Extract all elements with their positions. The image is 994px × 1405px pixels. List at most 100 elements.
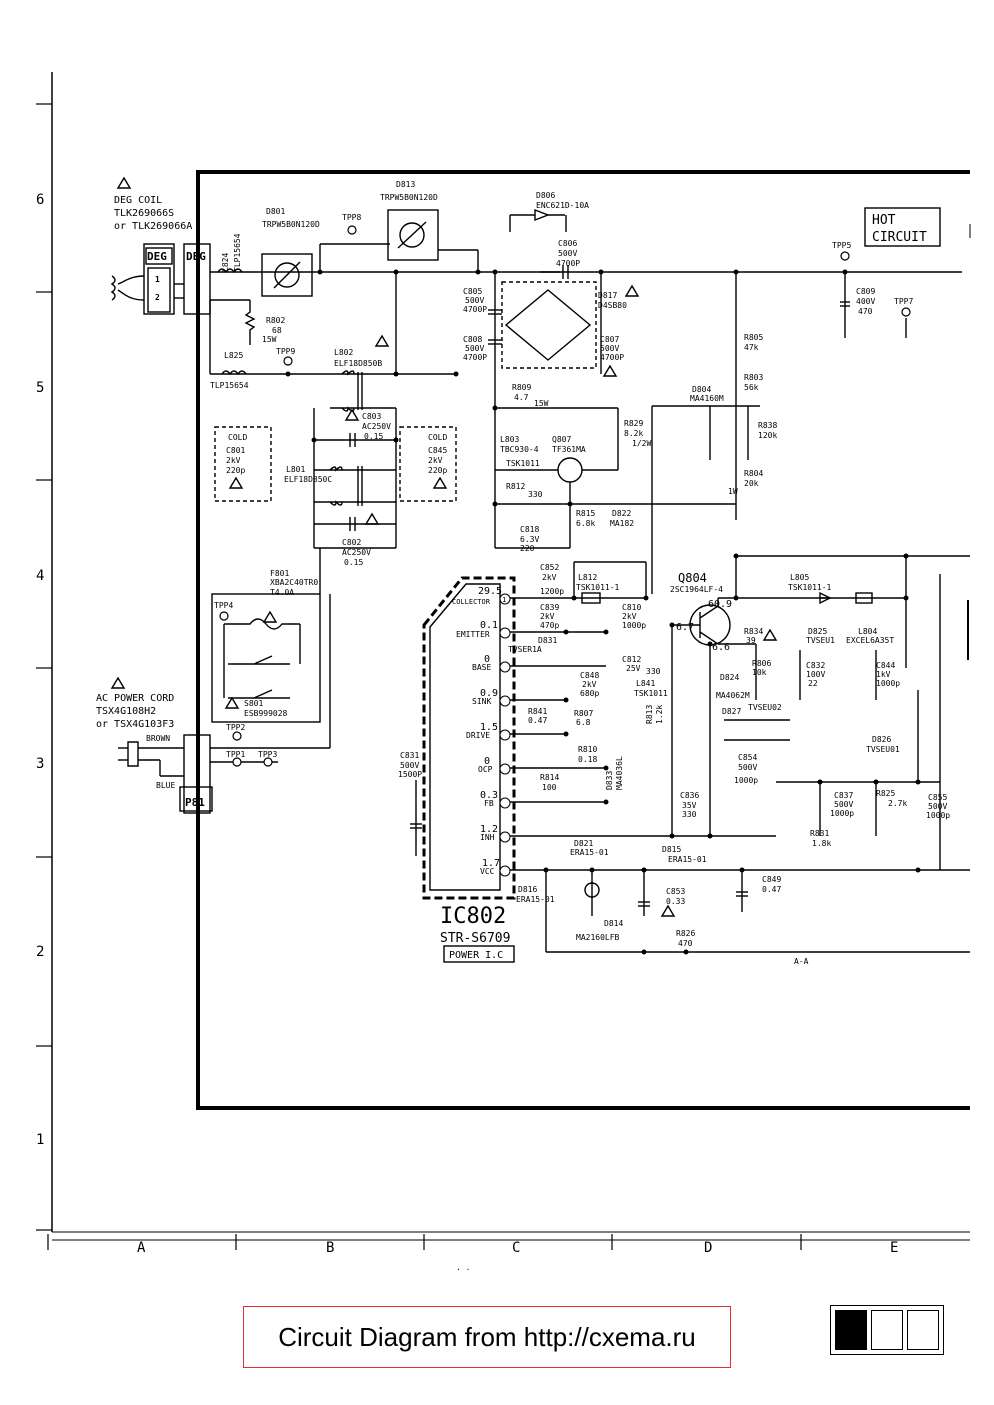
pin9-voltage: 1.7 xyxy=(482,858,500,869)
pin6-name: OCP xyxy=(478,765,493,774)
d822-ref: D822 xyxy=(612,509,631,518)
d806-ref: D806 xyxy=(536,191,555,200)
f801-ref: F801 xyxy=(270,569,289,578)
d813-ref: D813 xyxy=(396,180,415,189)
c852-value: 1200p xyxy=(540,587,564,596)
hot-circuit-label-1: HOT xyxy=(872,213,896,228)
ic802-function: POWER I.C xyxy=(449,950,503,961)
deg-coil-title: DEG COIL xyxy=(114,195,162,206)
deg-coil-part-1: TLK269066S xyxy=(114,208,174,219)
deg-pin-1: 1 xyxy=(155,275,160,284)
r841-value: 0.47 xyxy=(528,716,547,725)
c812-value: 330 xyxy=(646,667,661,676)
r806-value: 10k xyxy=(752,668,767,677)
r825-value: 2.7k xyxy=(888,799,907,808)
p81-connector-label: P81 xyxy=(185,796,205,809)
q804-voltage-base: 6.7 xyxy=(676,622,694,633)
swatch-white-1 xyxy=(871,1310,903,1350)
deg-connector-label-1: DEG xyxy=(147,250,167,263)
brown-wire-label: BROWN xyxy=(146,734,170,743)
pin7-name: FB xyxy=(484,799,494,808)
c837-voltage: 500V xyxy=(834,800,853,809)
c844-voltage: 1kV xyxy=(876,670,891,679)
c831-ref: C831 xyxy=(400,751,419,760)
r815-value: 6.8k xyxy=(576,519,595,528)
r809-value: 4.7 xyxy=(514,393,529,402)
c852-ref: C852 xyxy=(540,563,559,572)
c818-voltage: 6.3V xyxy=(520,535,539,544)
c853-ref: C853 xyxy=(666,887,685,896)
r838-value: 120k xyxy=(758,431,777,440)
c837-value: 1000p xyxy=(830,809,854,818)
tpp4-label: TPP4 xyxy=(214,601,233,610)
l841-ref: L841 xyxy=(636,679,655,688)
row-number-3: 3 xyxy=(36,756,44,772)
c844-ref: C844 xyxy=(876,661,895,670)
c808-ref: C808 xyxy=(463,335,482,344)
d833-part: MA4036L xyxy=(615,756,624,790)
pin8-voltage: 1.2 xyxy=(480,824,498,835)
l802-ref: L802 xyxy=(334,348,353,357)
c807-ref: C807 xyxy=(600,335,619,344)
c802-value: 0.15 xyxy=(344,558,363,567)
r834-ref: R834 xyxy=(744,627,763,636)
c818-value: 220 xyxy=(520,544,535,553)
c848-value: 680p xyxy=(580,689,599,698)
l801-ref: L801 xyxy=(286,465,305,474)
l825-part: TLP15654 xyxy=(210,381,249,390)
ic802-part: STR-S6709 xyxy=(440,931,510,946)
c845-ref: C845 xyxy=(428,446,447,455)
c809-voltage: 400V xyxy=(856,297,875,306)
col-letter-c: C xyxy=(512,1240,520,1256)
pin7-voltage: 0.3 xyxy=(480,790,498,801)
c807-voltage: 500V xyxy=(600,344,619,353)
c836-ref: C836 xyxy=(680,791,699,800)
cold-label-right: COLD xyxy=(428,433,447,442)
d801-part: TRPW5B0N120D xyxy=(262,220,320,229)
tpp1-label: TPP1 xyxy=(226,750,245,759)
r831-ref: R831 xyxy=(810,829,829,838)
c801-value: 220p xyxy=(226,466,245,475)
c809-ref: C809 xyxy=(856,287,875,296)
d817-part: D4SB80 xyxy=(598,301,627,310)
c818-ref: C818 xyxy=(520,525,539,534)
c832-ref: C832 xyxy=(806,661,825,670)
r813-value: 1.2k xyxy=(655,705,664,724)
c807-value: 4700P xyxy=(600,353,624,362)
c803-value: 0.15 xyxy=(364,432,383,441)
blue-wire-label: BLUE xyxy=(156,781,175,790)
r805-ref: R805 xyxy=(744,333,763,342)
r829-ref: R829 xyxy=(624,419,643,428)
c836-voltage: 35V xyxy=(682,801,697,810)
c801-voltage: 2kV xyxy=(226,456,241,465)
c855-value: 1000p xyxy=(926,811,950,820)
tpp7-label: TPP7 xyxy=(894,297,913,306)
c802-voltage: AC250V xyxy=(342,548,371,557)
pin3-voltage: 0 xyxy=(484,654,490,665)
q807-part: TF361MA xyxy=(552,445,586,454)
d815-part: ERA15-01 xyxy=(668,855,707,864)
pin9-name: VCC xyxy=(480,867,495,876)
r841-ref: R841 xyxy=(528,707,547,716)
cold-label-left: COLD xyxy=(228,433,247,442)
pin3-name: BASE xyxy=(472,663,491,672)
s801-part: ESB999028 xyxy=(244,709,288,718)
r838-ref: R838 xyxy=(758,421,777,430)
d813-part: TRPW5B0N120D xyxy=(380,193,438,202)
c806-value: 4700P xyxy=(556,259,580,268)
d824-ref: D824 xyxy=(720,673,739,682)
row-number-4: 4 xyxy=(36,568,44,584)
r809-ref: R809 xyxy=(512,383,531,392)
q804-ref: Q804 xyxy=(678,571,707,585)
r826-value: 470 xyxy=(678,939,693,948)
r814-value: 100 xyxy=(542,783,557,792)
pin5-voltage: 1.5 xyxy=(480,722,498,733)
r803-value: 56k xyxy=(744,383,759,392)
ac-cord-title: AC POWER CORD xyxy=(96,693,174,704)
pin2-voltage: 0.1 xyxy=(480,620,498,631)
l802-part: ELF18D850B xyxy=(334,359,382,368)
c839-ref: C839 xyxy=(540,603,559,612)
r814-ref: R814 xyxy=(540,773,559,782)
r829-watt: 1/2W xyxy=(632,439,651,448)
